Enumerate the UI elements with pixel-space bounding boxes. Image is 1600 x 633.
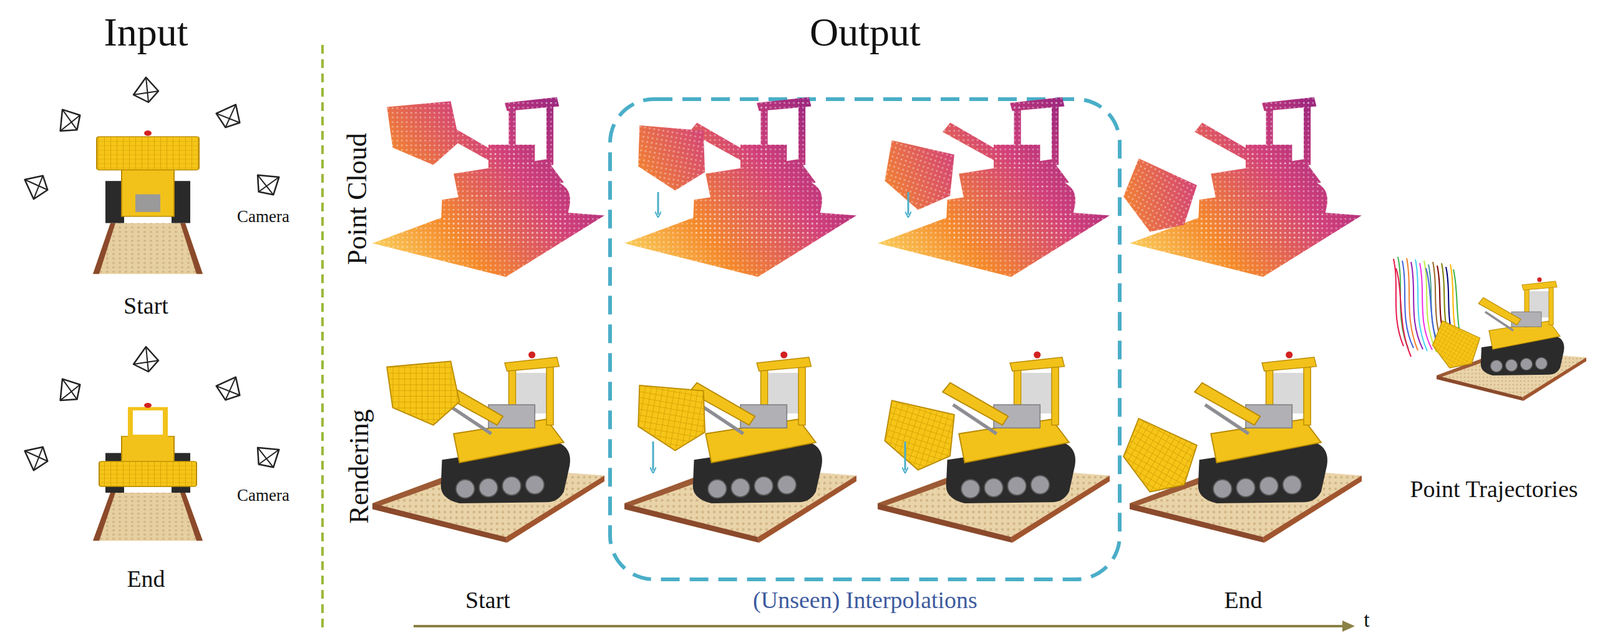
row-label: Rendering: [343, 409, 376, 524]
illustration-part: [624, 97, 857, 277]
camera-label: Camera: [237, 207, 290, 227]
illustration-part: [904, 441, 907, 471]
motion-arrows: [653, 192, 909, 471]
camera-icon: [51, 373, 87, 408]
illustration-part: [907, 192, 910, 215]
separator-line: [321, 44, 324, 632]
point-cloud-interp: [873, 97, 1110, 277]
point-cloud-end: [1109, 97, 1362, 277]
point-cloud-start: [372, 97, 605, 277]
state-label: Start: [123, 292, 169, 320]
illustration-part: [1109, 413, 1205, 506]
trajectory-label: Point Trajectories: [1409, 475, 1578, 504]
camera-icon: [212, 371, 248, 406]
camera-icon: [133, 77, 159, 103]
illustration-part: [1423, 317, 1485, 377]
input-end-view: [92, 402, 203, 541]
illustration-part: [386, 361, 460, 425]
illustration-part: [1396, 268, 1411, 357]
rendering-end: [1109, 351, 1362, 543]
time-label: Start: [465, 586, 511, 615]
point-cloud-interp: [624, 97, 857, 277]
camera-icon: [251, 166, 286, 201]
rendering-start: [372, 351, 605, 543]
trajectory-bulldozer: [1423, 277, 1587, 402]
input-start-view: [92, 130, 203, 274]
axis-label: t: [1363, 607, 1370, 632]
section-heading: Output: [809, 9, 921, 56]
illustration-part: [629, 379, 712, 456]
time-axis: [413, 620, 1355, 632]
state-label: End: [126, 565, 165, 594]
illustration-part: [1342, 620, 1355, 632]
camera-icon: [212, 98, 248, 133]
illustration-part: [1393, 258, 1404, 347]
interpolation-label: (Unseen) Interpolations: [752, 586, 978, 615]
illustration-part: [386, 101, 460, 165]
camera-icon: [133, 346, 159, 372]
illustration-part: [873, 134, 963, 218]
illustration-part: [372, 351, 605, 543]
camera-icon: [251, 439, 286, 474]
illustration-part: [372, 97, 605, 277]
illustration-part: [624, 351, 857, 543]
section-heading: Input: [103, 9, 188, 56]
camera-label: Camera: [237, 485, 290, 506]
illustration-part: [652, 441, 655, 471]
camera-icon: [18, 440, 54, 475]
camera-group: [18, 77, 286, 475]
illustration-part: [413, 625, 1348, 628]
illustration-part: [873, 394, 963, 478]
rendering-interp: [873, 351, 1110, 543]
illustration-part: [629, 119, 712, 196]
time-label: End: [1223, 586, 1262, 615]
illustration-part: [1109, 153, 1205, 246]
illustration-part: [657, 192, 660, 215]
camera-icon: [18, 169, 54, 204]
rendering-interp: [624, 351, 857, 543]
camera-icon: [51, 103, 87, 138]
row-label: Point Cloud: [341, 132, 374, 266]
